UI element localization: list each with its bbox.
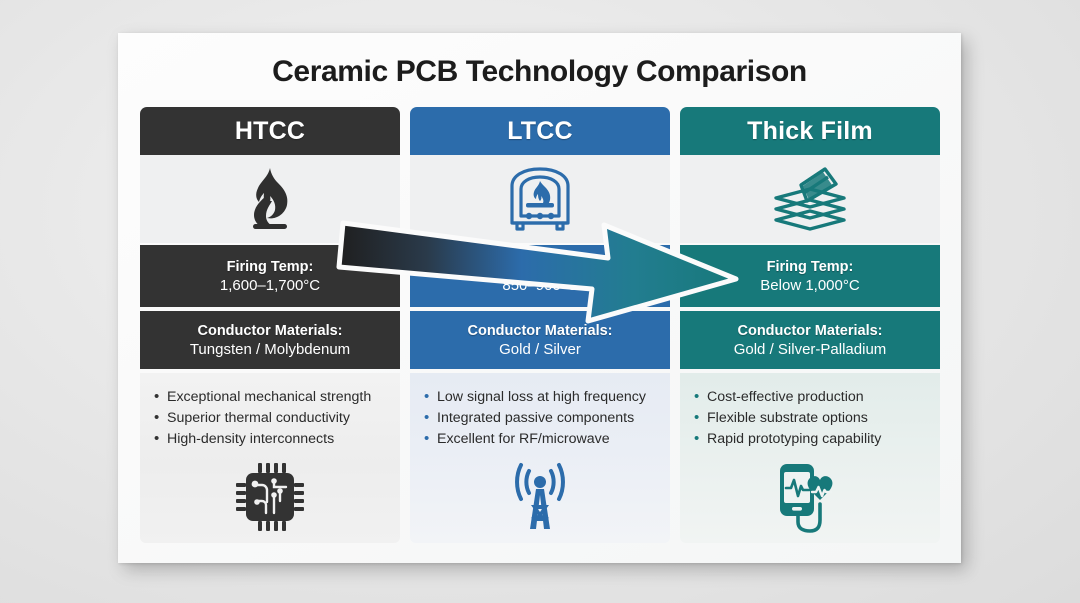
radio-tower-icon: [410, 450, 670, 543]
column-ltcc: LTCC: [410, 107, 670, 543]
conductor-value: Gold / Silver-Palladium: [733, 340, 887, 358]
list-item: High-density interconnects: [154, 428, 400, 450]
list-item: Excellent for RF/microwave: [424, 428, 670, 450]
column-header-thick-film: Thick Film: [680, 107, 940, 155]
firing-temp-value: 850–900°C: [502, 276, 578, 294]
conductor-label: Conductor Materials:: [737, 322, 883, 339]
list-item: Integrated passive components: [424, 407, 670, 429]
column-body-ltcc: Low signal loss at high frequency Integr…: [410, 373, 670, 543]
conductor-label: Conductor Materials:: [197, 322, 343, 339]
feature-list-htcc: Exceptional mechanical strength Superior…: [140, 386, 400, 450]
page-title: Ceramic PCB Technology Comparison: [272, 55, 807, 88]
firing-temp-label: Firing Temp:: [496, 258, 584, 275]
infographic-board: Ceramic PCB Technology Comparison HTCC F…: [118, 33, 961, 563]
layers-printing-icon: [680, 155, 940, 243]
list-item: Exceptional mechanical strength: [154, 386, 400, 408]
conductor-value: Gold / Silver: [499, 340, 581, 358]
feature-list-ltcc: Low signal loss at high frequency Integr…: [410, 386, 670, 450]
firing-temp-label: Firing Temp:: [766, 258, 854, 275]
firing-temp-ltcc: Firing Temp: 850–900°C: [410, 245, 670, 307]
firing-temp-label: Firing Temp:: [226, 258, 314, 275]
conductor-value: Tungsten / Molybdenum: [189, 340, 351, 358]
firing-temp-value: Below 1,000°C: [760, 276, 860, 294]
list-item: Superior thermal conductivity: [154, 407, 400, 429]
medical-monitor-icon: [680, 450, 940, 543]
firing-temp-htcc: Firing Temp: 1,600–1,700°C: [140, 245, 400, 307]
list-item: Cost-effective production: [694, 386, 940, 408]
list-item: Flexible substrate options: [694, 407, 940, 429]
list-item: Low signal loss at high frequency: [424, 386, 670, 408]
column-body-htcc: Exceptional mechanical strength Superior…: [140, 373, 400, 543]
column-htcc: HTCC Firing Temp: 1,600–1,700°C Conducto…: [140, 107, 400, 543]
conductor-materials-ltcc: Conductor Materials: Gold / Silver: [410, 311, 670, 369]
conductor-label: Conductor Materials:: [467, 322, 613, 339]
column-thick-film: Thick Film Firing: [680, 107, 940, 543]
firing-temp-value: 1,600–1,700°C: [219, 276, 321, 294]
firing-temp-thick-film: Firing Temp: Below 1,000°C: [680, 245, 940, 307]
conductor-materials-htcc: Conductor Materials: Tungsten / Molybden…: [140, 311, 400, 369]
kiln-furnace-icon: [410, 155, 670, 243]
column-header-htcc: HTCC: [140, 107, 400, 155]
list-item: Rapid prototyping capability: [694, 428, 940, 450]
comparison-columns: HTCC Firing Temp: 1,600–1,700°C Conducto…: [140, 107, 940, 543]
microchip-icon: [140, 450, 400, 543]
column-body-thick-film: Cost-effective production Flexible subst…: [680, 373, 940, 543]
flame-icon: [140, 155, 400, 243]
conductor-materials-thick-film: Conductor Materials: Gold / Silver-Palla…: [680, 311, 940, 369]
feature-list-thick-film: Cost-effective production Flexible subst…: [680, 386, 940, 450]
column-header-ltcc: LTCC: [410, 107, 670, 155]
